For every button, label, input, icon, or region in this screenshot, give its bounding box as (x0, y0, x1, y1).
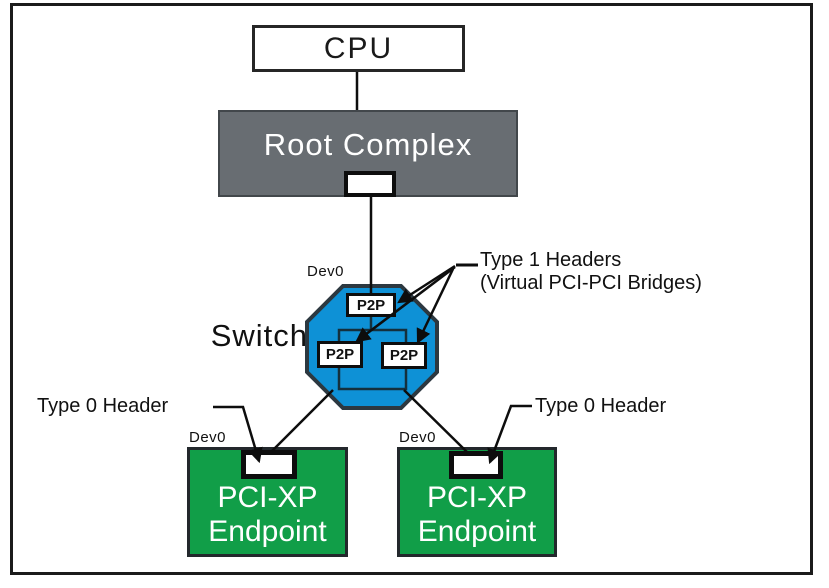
switch-label: Switch (210, 318, 308, 353)
switch-dev0-label: Dev0 (307, 263, 345, 280)
p2p-bridge-upstream: P2P (346, 293, 396, 317)
root-complex-label: Root Complex (263, 126, 473, 162)
endpoint-box-left: PCI-XP Endpoint (187, 447, 348, 557)
type1-headers-label: Type 1 Headers (Virtual PCI-PCI Bridges) (480, 249, 702, 295)
endpoint-name-line1: PCI-XP (217, 481, 318, 514)
p2p-label: P2P (356, 296, 386, 314)
p2p-label: P2P (389, 347, 419, 364)
type0-header-label-left: Type 0 Header (37, 395, 169, 417)
type0-header-label-right: Type 0 Header (535, 395, 667, 417)
endpoint-port-right (449, 451, 503, 479)
p2p-label: P2P (325, 346, 355, 363)
endpoint-name-line2: Endpoint (208, 515, 327, 548)
root-complex-port (344, 171, 396, 197)
p2p-bridge-downstream-left: P2P (317, 341, 363, 368)
type1-headers-line1: Type 1 Headers (480, 249, 622, 271)
endpoint-left-dev0-label: Dev0 (189, 429, 227, 446)
endpoint-port-left (241, 450, 297, 479)
cpu-box: CPU (252, 25, 465, 72)
endpoint-name-line1: PCI-XP (426, 481, 528, 514)
endpoint-name-line2: Endpoint (417, 515, 537, 548)
p2p-bridge-downstream-right: P2P (381, 342, 427, 369)
endpoint-right-dev0-label: Dev0 (399, 429, 437, 446)
type1-headers-line2: (Virtual PCI-PCI Bridges) (480, 272, 702, 294)
cpu-label: CPU (323, 31, 394, 65)
